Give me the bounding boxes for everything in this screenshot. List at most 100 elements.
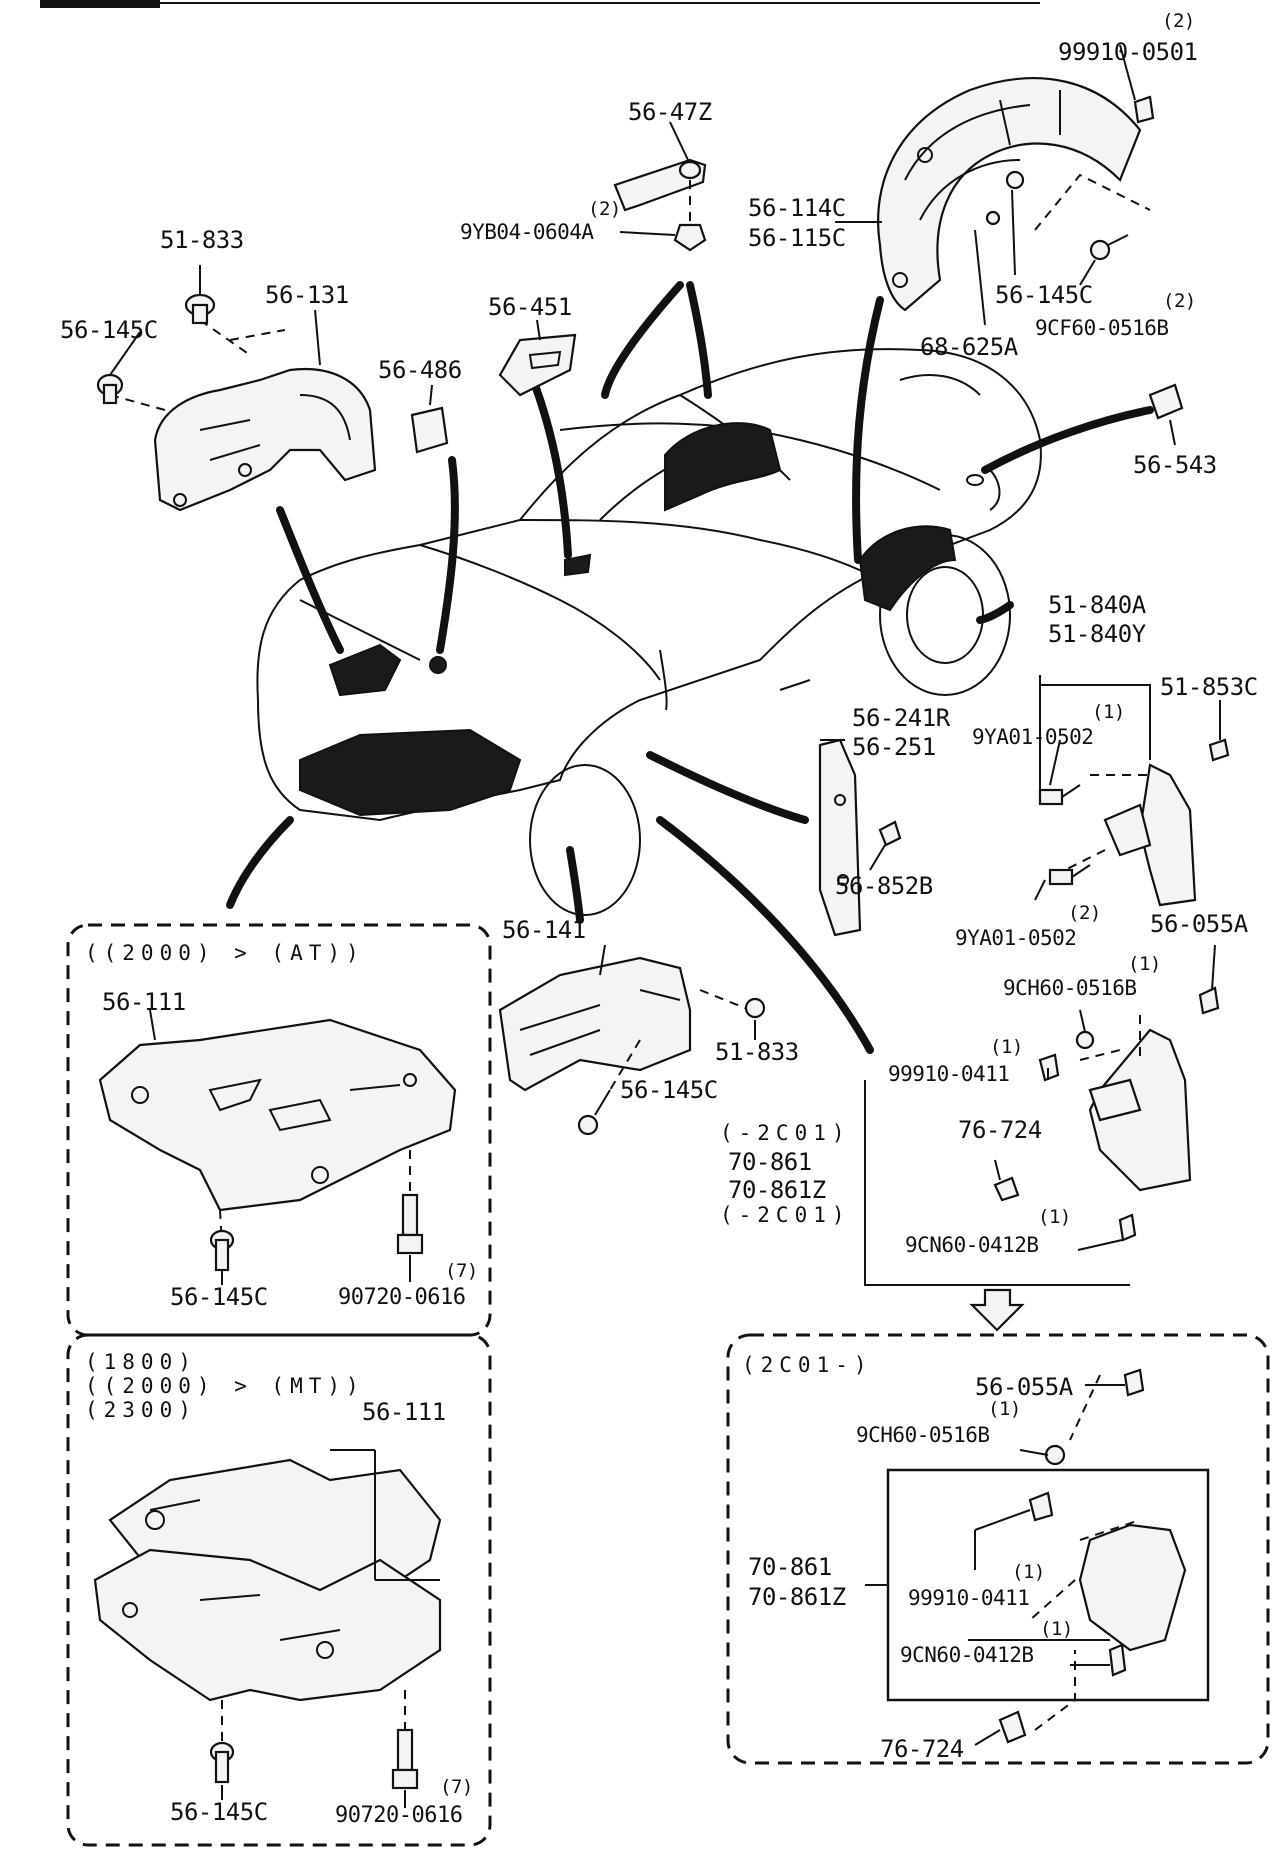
part-56-241R bbox=[818, 738, 862, 937]
clip-99910-0501 bbox=[1133, 95, 1155, 124]
label-56-141: 56-141 bbox=[502, 916, 586, 944]
callout-leaders bbox=[109, 44, 1221, 1808]
bracket-70-861-a bbox=[864, 1080, 1130, 1286]
qty-9CH60-b: (1) bbox=[988, 1398, 1021, 1420]
label-56-055A: 56-055A bbox=[1150, 910, 1248, 938]
label-51-833-mid: 51-833 bbox=[715, 1038, 799, 1066]
fender-liner-rear bbox=[877, 77, 1151, 312]
box-new-mudflap bbox=[726, 1333, 1270, 1765]
car-body-outline bbox=[256, 348, 1042, 916]
label-56-241R: 56-241R bbox=[852, 704, 950, 732]
clip-56-145C-mid bbox=[577, 1114, 599, 1136]
label-56-055A-b: 56-055A bbox=[975, 1373, 1073, 1401]
mudflap-rear bbox=[1064, 763, 1197, 907]
label-9YB04-0604A: 9YB04-0604A bbox=[460, 220, 594, 244]
condition-mt-1: (1800) bbox=[85, 1350, 197, 1374]
label-56-251: 56-251 bbox=[852, 733, 936, 761]
bolt-90720-a bbox=[396, 1193, 424, 1255]
condition-mt-2: ((2000) > (MT)) bbox=[85, 1374, 365, 1398]
clip-68-625A bbox=[985, 210, 1001, 226]
clip-56-145C-tl bbox=[96, 373, 124, 405]
label-56-111-b: 56-111 bbox=[362, 1398, 446, 1426]
rivet-76-724-b bbox=[998, 1710, 1027, 1744]
label-56-145C-b: 56-145C bbox=[170, 1798, 268, 1826]
label-99910-0411-b: 99910-0411 bbox=[908, 1586, 1030, 1610]
label-68-625A: 68-625A bbox=[920, 333, 1018, 361]
label-56-145C-mid: 56-145C bbox=[620, 1076, 718, 1104]
label-9YA01-0502-b: 9YA01-0502 bbox=[955, 926, 1077, 950]
box-mt bbox=[66, 1333, 492, 1847]
screw-9CF60 bbox=[1089, 234, 1129, 261]
under-cover-mt bbox=[93, 1458, 442, 1755]
label-9CH60-0516B-a: 9CH60-0516B bbox=[1003, 976, 1137, 1000]
screw-9CN60-a bbox=[1118, 1213, 1137, 1242]
qty-90720-b: (7) bbox=[440, 1776, 473, 1798]
label-56-852B: 56-852B bbox=[835, 872, 933, 900]
qty-9YA01-b: (2) bbox=[1068, 902, 1101, 924]
rear-liner-shape bbox=[858, 525, 957, 612]
label-76-724-b: 76-724 bbox=[880, 1735, 964, 1763]
clip-99910-0411-b bbox=[1028, 1491, 1054, 1522]
part-56-451 bbox=[498, 333, 577, 397]
label-56-145C-a: 56-145C bbox=[170, 1283, 268, 1311]
clip-51-833-mid bbox=[744, 997, 766, 1019]
under-cover-at bbox=[98, 1018, 457, 1246]
bolt-9YA01-a bbox=[1038, 784, 1081, 806]
bracket-56-47Z bbox=[613, 158, 707, 252]
clip-56-852B bbox=[878, 820, 902, 847]
qty-99910-0411-b: (1) bbox=[1012, 1561, 1045, 1583]
bolt-9YA01-b bbox=[1048, 864, 1091, 886]
header-bar bbox=[40, 0, 160, 8]
label-70-861Z-a: 70-861Z bbox=[728, 1176, 826, 1204]
qty-9CN60-b: (1) bbox=[1040, 1618, 1073, 1640]
bracket-56-111-b bbox=[330, 1449, 440, 1581]
label-56-145C-tl: 56-145C bbox=[60, 316, 158, 344]
label-56-111-a: 56-111 bbox=[102, 988, 186, 1016]
label-99910-0501: 99910-0501 bbox=[1058, 38, 1198, 66]
qty-99910-0501: (2) bbox=[1162, 10, 1195, 32]
label-56-486: 56-486 bbox=[378, 356, 462, 384]
condition-prev-top: (-2C01) bbox=[720, 1121, 851, 1145]
nut-56-055A bbox=[1198, 986, 1220, 1015]
label-51-840Y: 51-840Y bbox=[1048, 620, 1146, 648]
under-shield-shape bbox=[299, 728, 522, 817]
qty-90720-a: (7) bbox=[445, 1260, 478, 1282]
front-fender-liner-shape bbox=[328, 643, 402, 697]
nut-56-055A-b bbox=[1123, 1368, 1145, 1397]
mudflap-new bbox=[1029, 1519, 1187, 1652]
label-70-861-a: 70-861 bbox=[728, 1148, 812, 1176]
clip-56-145C-a bbox=[209, 1229, 235, 1272]
qty-9CH60-a: (1) bbox=[1128, 953, 1161, 975]
label-9CN60-0412B-a: 9CN60-0412B bbox=[905, 1233, 1039, 1257]
label-51-833-top: 51-833 bbox=[160, 226, 244, 254]
qty-9YA01-a: (1) bbox=[1092, 701, 1125, 723]
label-56-114C: 56-114C bbox=[748, 194, 846, 222]
qty-99910-0411-a: (1) bbox=[990, 1036, 1023, 1058]
label-56-543: 56-543 bbox=[1133, 451, 1217, 479]
label-9CH60-0516B-b: 9CH60-0516B bbox=[856, 1423, 990, 1447]
screw-9CH60-b bbox=[1044, 1444, 1066, 1466]
label-9YA01-0502-a: 9YA01-0502 bbox=[972, 725, 1094, 749]
label-90720-0616-b: 90720-0616 bbox=[335, 1803, 463, 1828]
label-56-145C-tr: 56-145C bbox=[995, 281, 1093, 309]
bolt-90720-b bbox=[391, 1728, 419, 1790]
mudflap-front bbox=[1079, 1015, 1192, 1192]
clip-51-833-top bbox=[184, 293, 216, 325]
part-56-543 bbox=[1148, 383, 1184, 420]
condition-at: ((2000) > (AT)) bbox=[85, 941, 365, 965]
label-56-131: 56-131 bbox=[265, 281, 349, 309]
label-51-840A: 51-840A bbox=[1048, 591, 1146, 619]
roof-part-shape bbox=[664, 422, 782, 512]
label-56-115C: 56-115C bbox=[748, 224, 846, 252]
label-90720-0616-a: 90720-0616 bbox=[338, 1285, 466, 1310]
rivet-76-724-a bbox=[993, 1176, 1020, 1202]
part-56-141 bbox=[498, 956, 751, 1092]
part-56-486 bbox=[410, 406, 449, 454]
down-arrow-icon bbox=[969, 1288, 1025, 1332]
condition-mt-3: (2300) bbox=[85, 1398, 197, 1422]
clip-99910-0411-a bbox=[1038, 1053, 1060, 1082]
screw-9CN60-b bbox=[1108, 1643, 1127, 1677]
clip-56-145C-b bbox=[209, 1741, 235, 1784]
